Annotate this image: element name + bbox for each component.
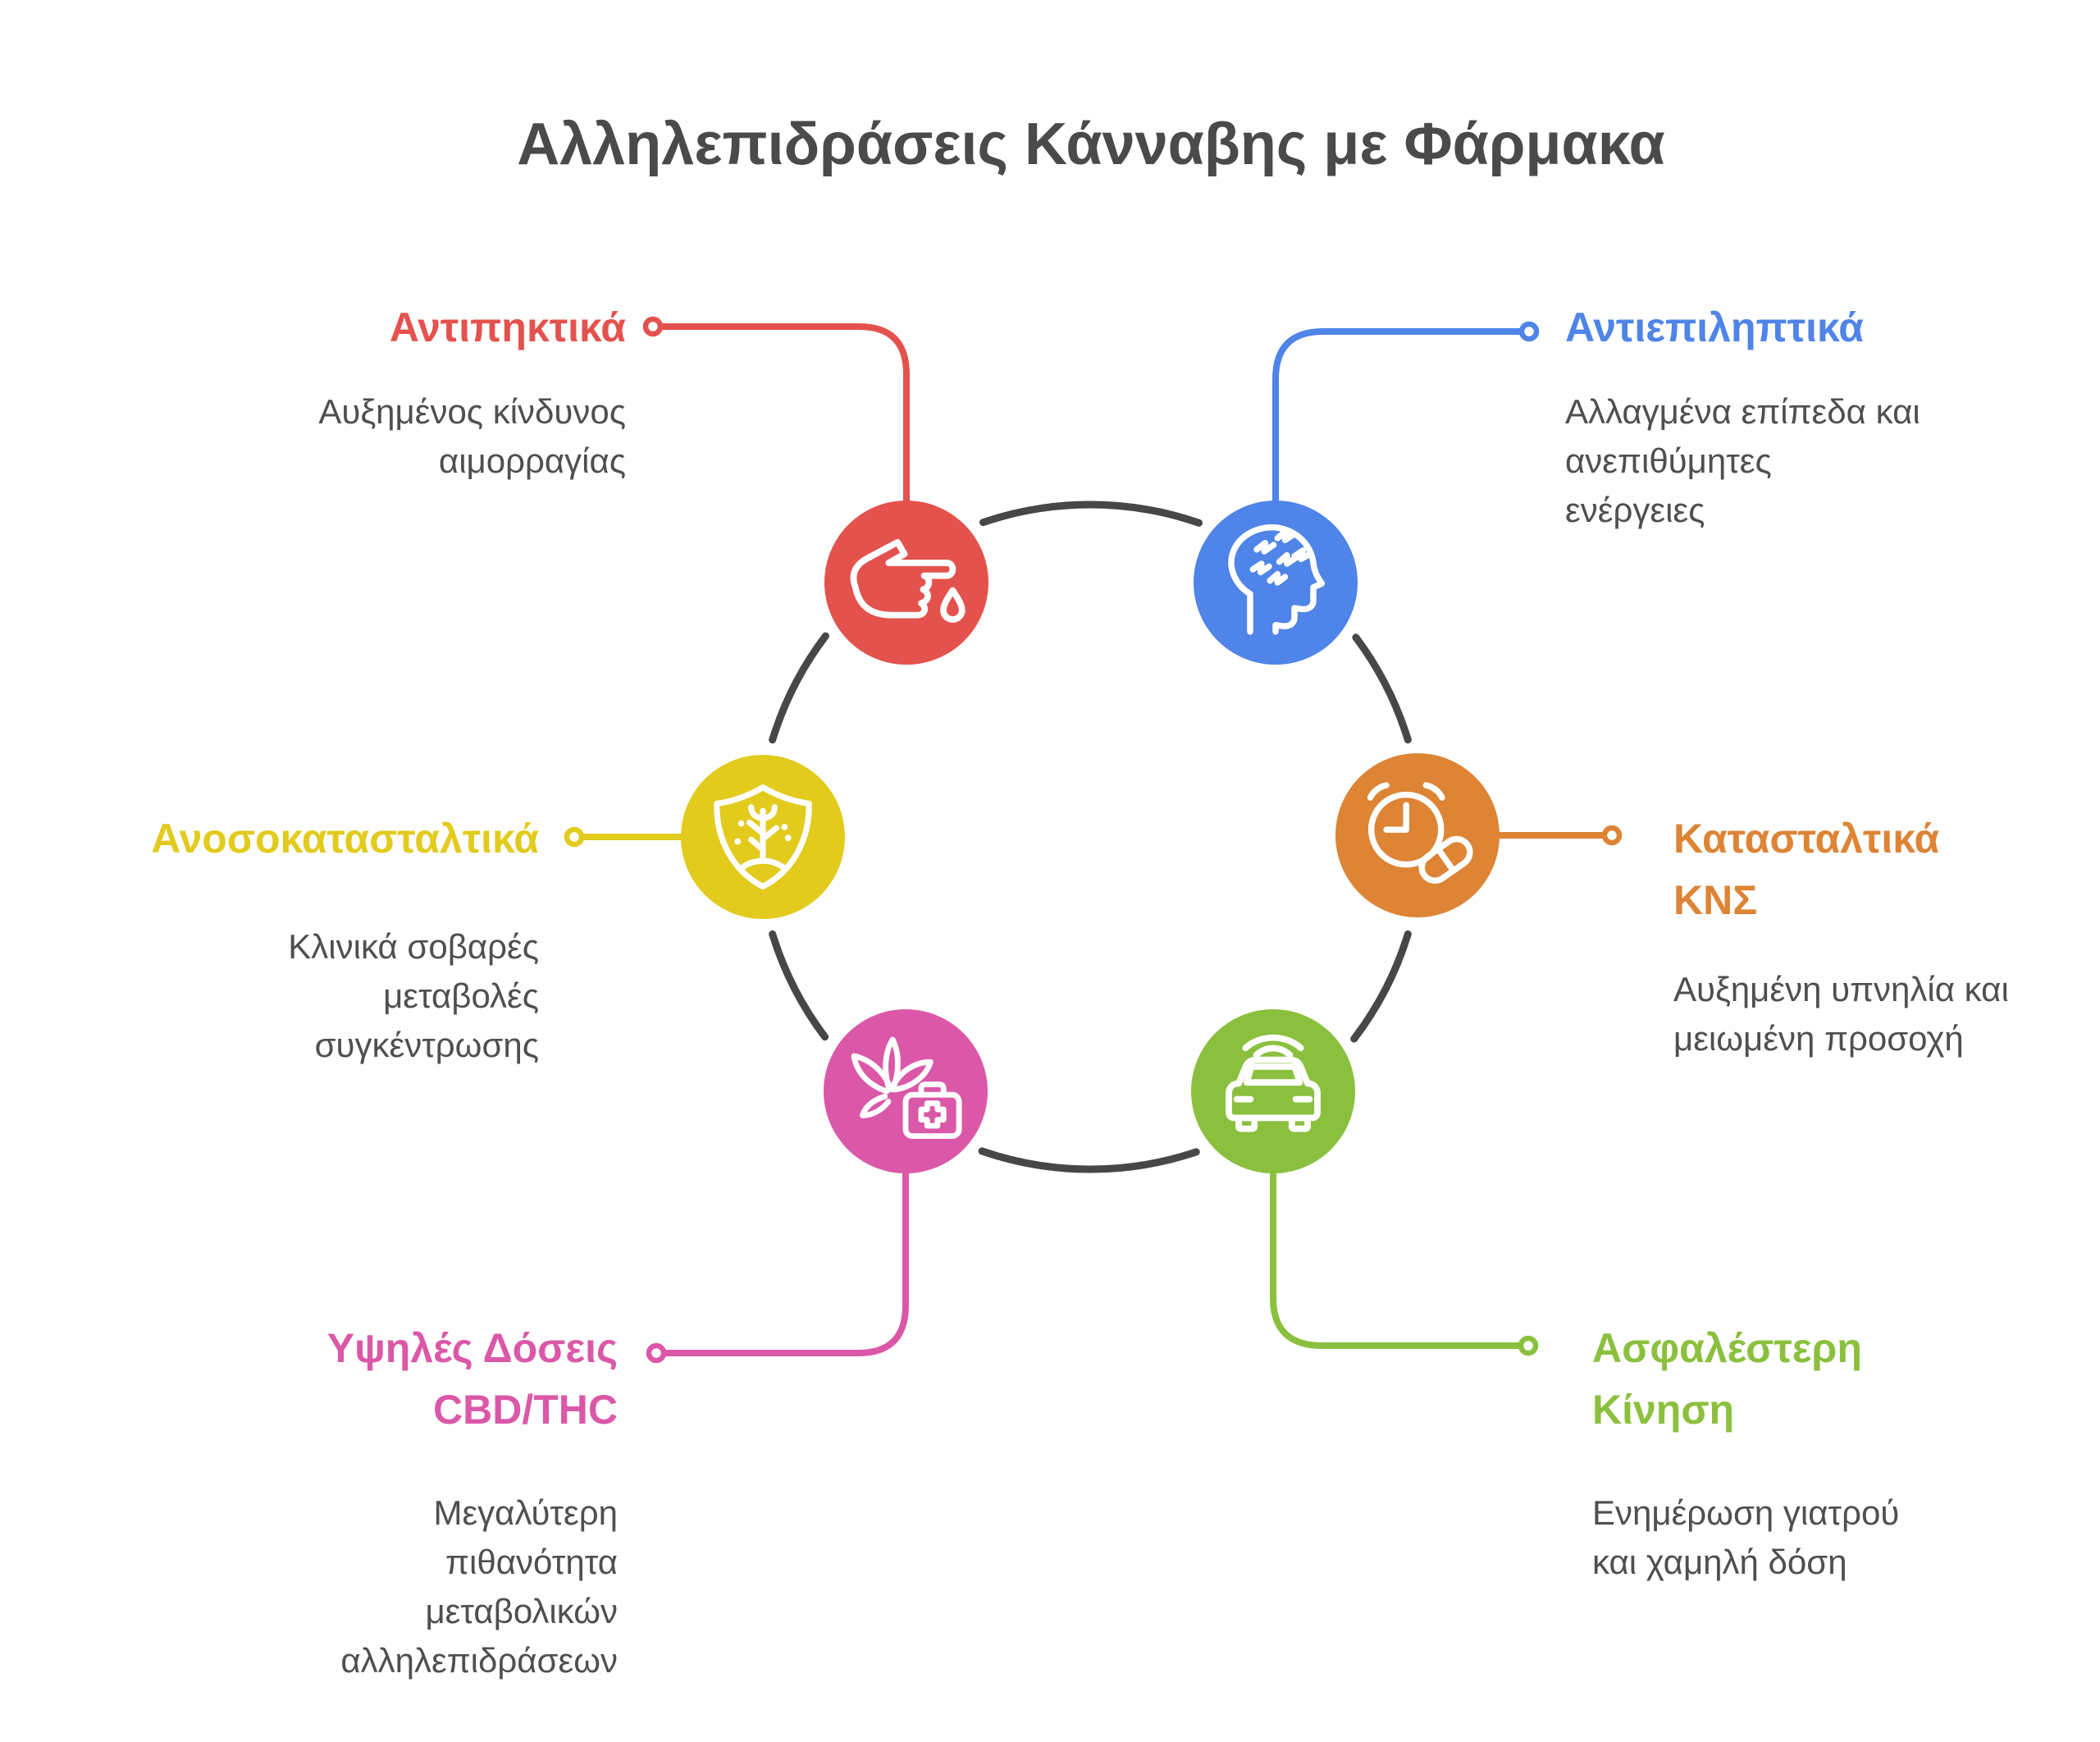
node-cns-depressants bbox=[1335, 753, 1500, 917]
node-safer-driving bbox=[1191, 1009, 1355, 1173]
clock-pill-icon bbox=[1367, 782, 1473, 884]
connector-high-doses bbox=[663, 1145, 909, 1356]
label-anticoagulants: Αντιπηκτικά bbox=[389, 304, 626, 350]
smart-car-icon bbox=[1226, 1034, 1321, 1132]
circle-arc bbox=[979, 501, 1203, 527]
desc-antiepileptics: Αλλαγμένα επίπεδα και ανεπιθύμητες ενέργ… bbox=[1565, 392, 1920, 530]
desc-safer-driving: Ενημέρωση γιατρού και χαμηλή δόση bbox=[1592, 1493, 1900, 1582]
page-title: Αλληλεπιδράσεις Κάνναβης με Φάρμακα bbox=[517, 112, 1665, 177]
connector-dot-high-doses bbox=[646, 1342, 667, 1364]
circle-arc bbox=[769, 632, 829, 744]
connector-dot-safer-driving bbox=[1518, 1335, 1539, 1356]
label-cns-depressants: Κατασταλτικά ΚΝΣ bbox=[1673, 816, 1940, 923]
node-anticoagulants bbox=[824, 501, 988, 665]
connector-dot-cns-depressants bbox=[1601, 825, 1623, 846]
bleeding-hand-icon bbox=[850, 538, 966, 623]
circle-arc bbox=[769, 930, 829, 1041]
desc-anticoagulants: Αυξημένος κίνδυνος αιμορραγίας bbox=[318, 392, 626, 481]
circle-arc bbox=[978, 1147, 1200, 1173]
connector-dot-anticoagulants bbox=[642, 316, 664, 337]
connector-dot-immunosuppressants bbox=[564, 826, 585, 848]
cannabis-first-aid-icon bbox=[851, 1036, 962, 1140]
desc-cns-depressants: Αυξημένη υπνηλία και μειωμένη προσοχή bbox=[1673, 970, 2009, 1058]
label-antiepileptics: Αντιεπιληπτικά bbox=[1565, 304, 1864, 350]
center-circle bbox=[769, 501, 1412, 1173]
node-high-doses bbox=[824, 1009, 988, 1173]
connector-dot-antiepileptics bbox=[1518, 321, 1540, 342]
label-immunosuppressants: Ανοσοκατασταλτικά bbox=[151, 816, 539, 862]
connector-safer-driving bbox=[1270, 1145, 1522, 1349]
desc-immunosuppressants: Κλινικά σοβαρές μεταβολές συγκέντρωσης bbox=[288, 927, 539, 1065]
desc-high-doses: Μεγαλύτερη πιθανότητα μεταβολικών αλληλε… bbox=[340, 1493, 618, 1680]
immune-shield-icon bbox=[714, 784, 812, 890]
label-safer-driving: Ασφαλέστερη Κίνηση bbox=[1592, 1325, 1862, 1433]
connector-antiepileptics bbox=[1272, 328, 1522, 528]
circle-arc bbox=[1350, 930, 1412, 1043]
circle-arc bbox=[1352, 633, 1412, 744]
label-high-doses: Υψηλές Δόσεις CBD/THC bbox=[326, 1325, 618, 1433]
seizure-head-icon bbox=[1228, 524, 1326, 635]
connector-anticoagulants bbox=[660, 323, 910, 528]
